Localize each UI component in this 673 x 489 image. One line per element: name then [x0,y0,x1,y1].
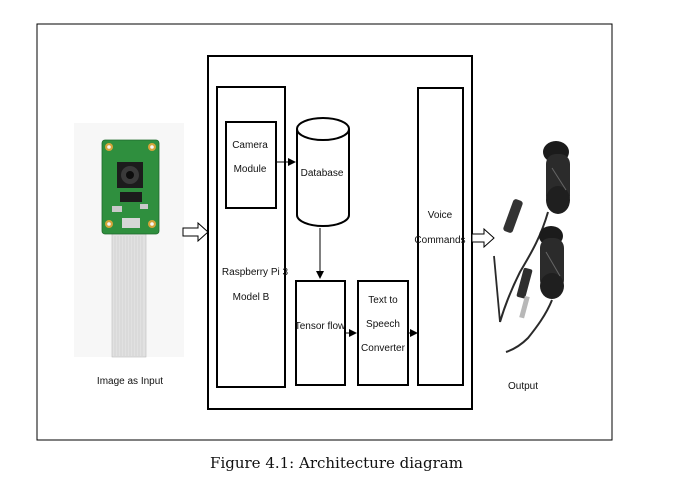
voice-commands-label-line2: Commands [414,235,465,246]
database-cylinder [296,117,350,227]
database-label: Database [301,168,344,179]
raspberry-pi-label-line2: Model B [233,292,270,303]
voice-commands-label-line1: Voice [428,210,453,221]
output-label: Output [508,381,538,392]
camera-module-label-line1: Camera [232,140,268,151]
tensorflow-label: Tensor flow [295,321,346,332]
output-arrow-icon [471,227,495,249]
camera-module-label-line2: Module [234,164,267,175]
earphones-image [493,141,570,353]
raspberry-pi-box [216,86,286,388]
tensorflow-box [295,280,346,386]
camera-module-image [74,123,184,358]
tts-label-line3: Converter [361,343,406,354]
figure-frame [36,23,613,441]
input-label: Image as Input [97,376,163,387]
camera-module-box [225,121,277,209]
tts-label-line1: Text to [368,295,398,306]
input-arrow-icon [182,221,209,243]
tts-label-line2: Speech [366,319,400,330]
figure-caption: Figure 4.1: Architecture diagram [210,454,463,472]
raspberry-pi-label-line1: Raspberry Pi 3 [222,267,289,278]
text-to-speech-box [357,280,409,386]
voice-commands-box [417,87,464,386]
